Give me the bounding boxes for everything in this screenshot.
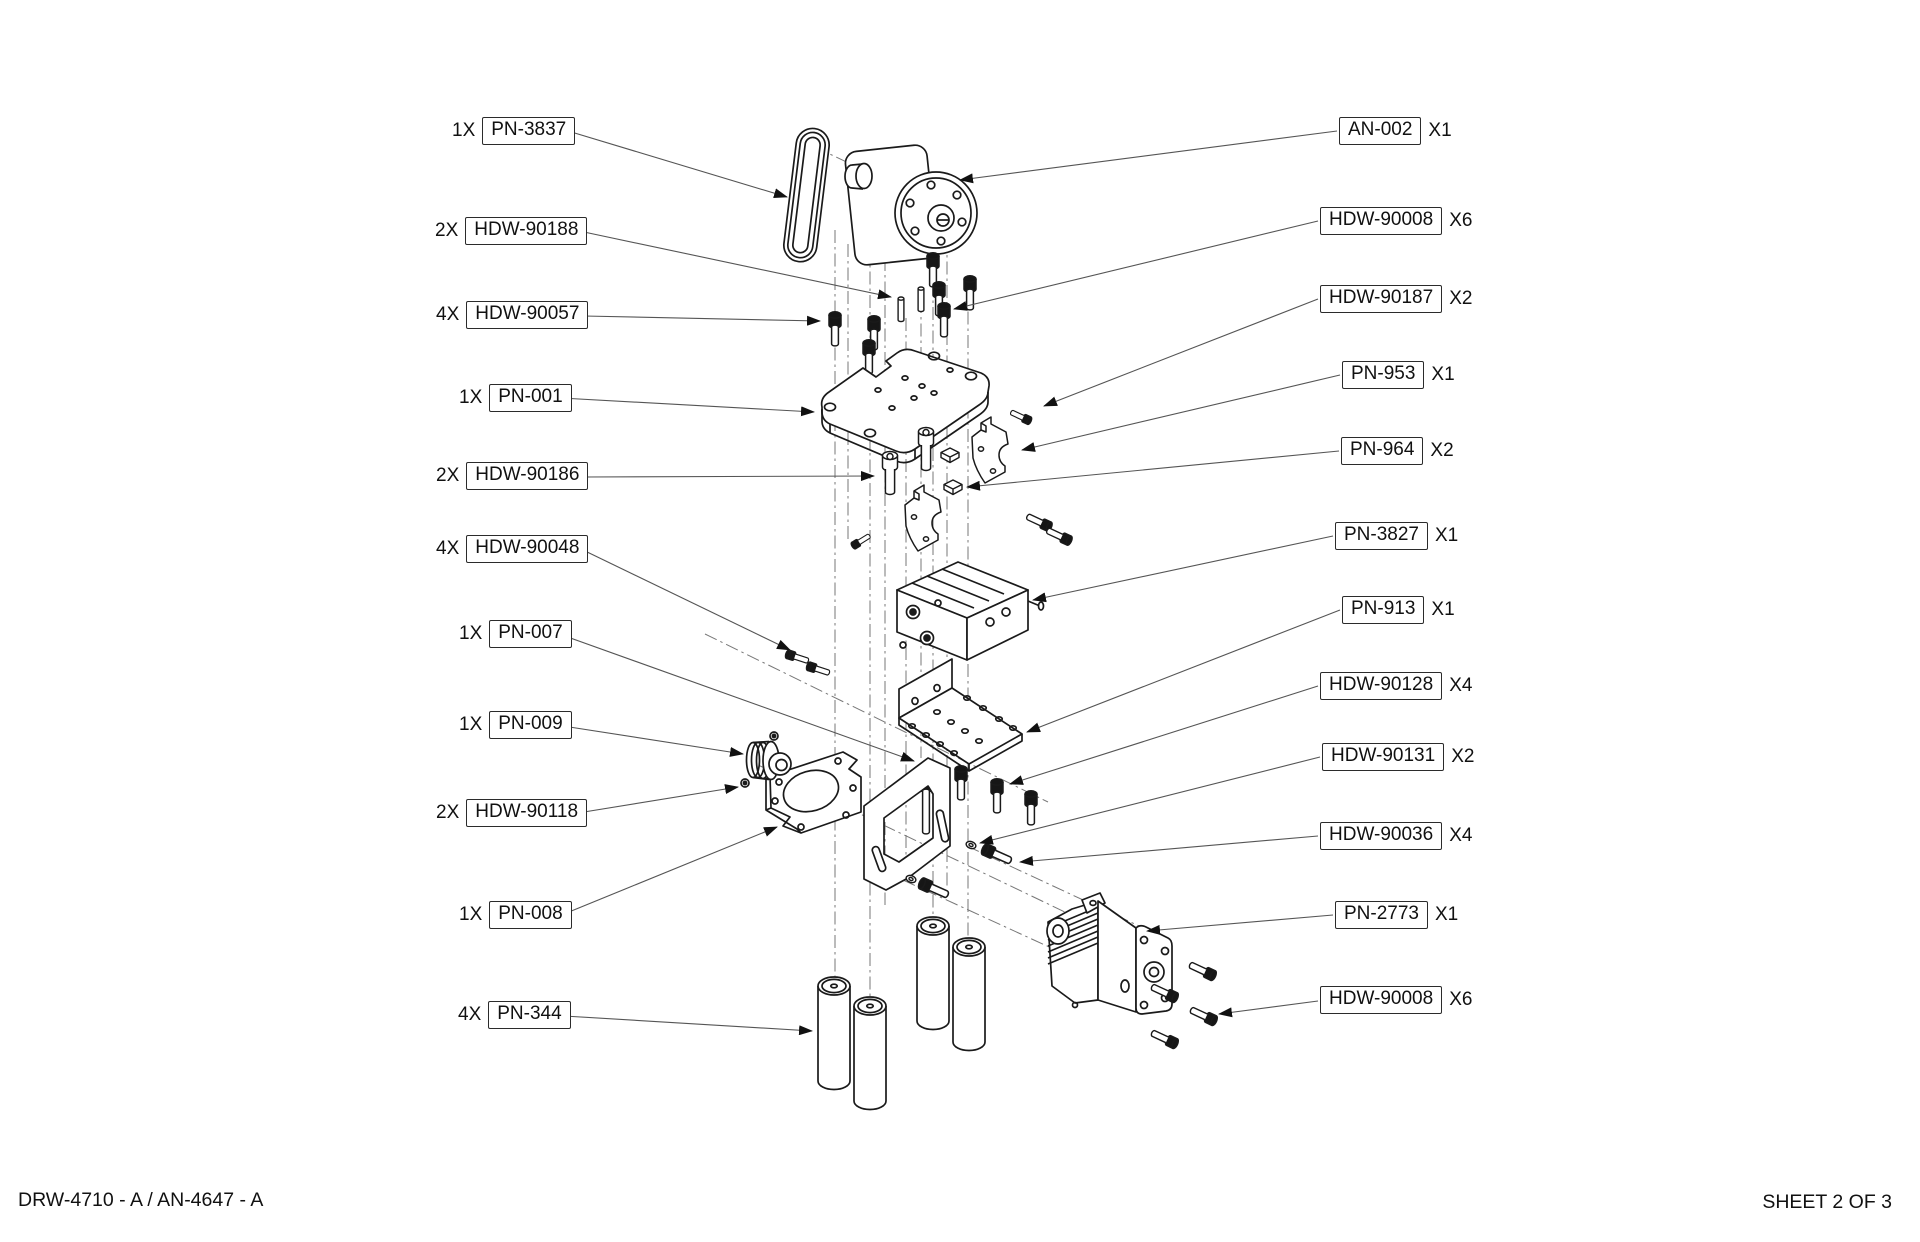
- callout-part-number: HDW-90118: [466, 799, 588, 827]
- callout-part-number: HDW-90008: [1320, 986, 1443, 1014]
- callout-part-number: PN-3827: [1335, 522, 1428, 550]
- callout-qty: X6: [1449, 989, 1473, 1010]
- leader-lines: [560, 130, 1341, 1036]
- part-pn-964-keys: [940, 447, 963, 496]
- callout-part-number: PN-964: [1341, 437, 1424, 465]
- callout-pn-964: PN-964 X2: [1341, 437, 1454, 465]
- callout-qty: X1: [1431, 599, 1455, 620]
- callout-part-number: HDW-90187: [1320, 285, 1443, 313]
- callout-part-number: PN-007: [489, 620, 572, 648]
- callout-hdw-90187: HDW-90187 X2: [1320, 285, 1472, 313]
- part-hdw-90057-screws: [828, 310, 881, 375]
- callout-part-number: HDW-90057: [466, 301, 589, 329]
- callout-part-number: PN-913: [1342, 596, 1425, 624]
- callout-qty: 4X: [436, 538, 460, 559]
- callout-pn-007: 1X PN-007: [459, 620, 572, 648]
- callout-part-number: PN-2773: [1335, 901, 1428, 929]
- part-an-002-motor: [844, 144, 978, 266]
- callout-qty: 4X: [436, 304, 460, 325]
- callout-part-number: PN-953: [1342, 361, 1425, 389]
- callout-qty: 2X: [435, 220, 459, 241]
- part-hdw-90118-set-screws: [740, 731, 779, 788]
- construction-centerlines: [704, 146, 1153, 998]
- callout-hdw-90186: 2X HDW-90186: [436, 462, 589, 490]
- callout-pn-008: 1X PN-008: [459, 901, 572, 929]
- callout-qty: X2: [1451, 746, 1475, 767]
- part-hdw-90188-pins: [897, 286, 925, 323]
- callout-pn-3837: 1X PN-3837: [452, 117, 576, 145]
- callout-part-number: AN-002: [1339, 117, 1422, 145]
- callout-qty: 2X: [436, 802, 460, 823]
- callout-qty: X4: [1449, 675, 1473, 696]
- callout-part-number: HDW-90188: [465, 217, 588, 245]
- callout-part-number: PN-009: [489, 711, 572, 739]
- callout-qty: X1: [1435, 904, 1459, 925]
- callout-qty: X2: [1449, 288, 1473, 309]
- callout-part-number: HDW-90186: [466, 462, 589, 490]
- callout-qty: 2X: [436, 465, 460, 486]
- callout-qty: X6: [1449, 210, 1473, 231]
- callout-hdw-90008-top: HDW-90008 X6: [1320, 207, 1472, 235]
- callout-qty: X1: [1428, 120, 1452, 141]
- callout-hdw-90128: HDW-90128 X4: [1320, 672, 1472, 700]
- part-pn-008-motor-mount: [765, 751, 862, 834]
- part-pn-009-pulley: [745, 740, 792, 781]
- callout-part-number: HDW-90036: [1320, 822, 1443, 850]
- part-pn-913-bracket-plate: [898, 658, 1023, 772]
- callout-pn-3827: PN-3827 X1: [1335, 522, 1458, 550]
- callout-hdw-90131: HDW-90131 X2: [1322, 743, 1474, 771]
- callout-qty: 1X: [452, 120, 476, 141]
- callout-part-number: HDW-90008: [1320, 207, 1443, 235]
- callout-part-number: HDW-90131: [1322, 743, 1445, 771]
- part-pn-344-rollers: [817, 916, 986, 1111]
- callout-pn-2773: PN-2773 X1: [1335, 901, 1458, 929]
- callout-hdw-90036: HDW-90036 X4: [1320, 822, 1472, 850]
- part-pn-3837-belt: [782, 127, 831, 263]
- callout-qty: X4: [1449, 825, 1473, 846]
- callout-hdw-90188: 2X HDW-90188: [435, 217, 588, 245]
- callout-qty: 4X: [458, 1004, 482, 1025]
- callout-qty: X2: [1430, 440, 1454, 461]
- callout-qty: 1X: [459, 623, 483, 644]
- callout-pn-001: 1X PN-001: [459, 384, 572, 412]
- callout-hdw-90008-bottom: HDW-90008 X6: [1320, 986, 1472, 1014]
- callout-pn-953: PN-953 X1: [1342, 361, 1455, 389]
- part-pn-001-plate: [820, 348, 990, 464]
- callout-qty: X1: [1435, 525, 1459, 546]
- sheet-number: SHEET 2 OF 3: [1762, 1191, 1892, 1213]
- drawing-number: DRW-4710 - A / AN-4647 - A: [18, 1189, 264, 1211]
- callout-part-number: PN-001: [489, 384, 572, 412]
- callout-part-number: PN-344: [488, 1001, 571, 1029]
- callout-hdw-90057: 4X HDW-90057: [436, 301, 589, 329]
- callout-an-002: AN-002 X1: [1339, 117, 1452, 145]
- callout-part-number: HDW-90048: [466, 535, 589, 563]
- part-pn-007-bracket: [863, 757, 951, 891]
- callout-qty: 1X: [459, 904, 483, 925]
- part-hdw-90048-screws: [783, 648, 832, 678]
- callout-part-number: PN-3837: [482, 117, 576, 145]
- part-pn-2773-motor: [1046, 892, 1173, 1015]
- callout-pn-344: 4X PN-344: [458, 1001, 571, 1029]
- callout-part-number: PN-008: [489, 901, 572, 929]
- callout-hdw-90048: 4X HDW-90048: [436, 535, 589, 563]
- callout-qty: 1X: [459, 387, 483, 408]
- callout-qty: X1: [1431, 364, 1455, 385]
- callout-hdw-90118: 2X HDW-90118: [436, 799, 588, 827]
- callout-part-number: HDW-90128: [1320, 672, 1443, 700]
- callout-pn-009: 1X PN-009: [459, 711, 572, 739]
- part-pn-3827-slide: [896, 561, 1045, 661]
- callout-pn-913: PN-913 X1: [1342, 596, 1455, 624]
- callout-qty: 1X: [459, 714, 483, 735]
